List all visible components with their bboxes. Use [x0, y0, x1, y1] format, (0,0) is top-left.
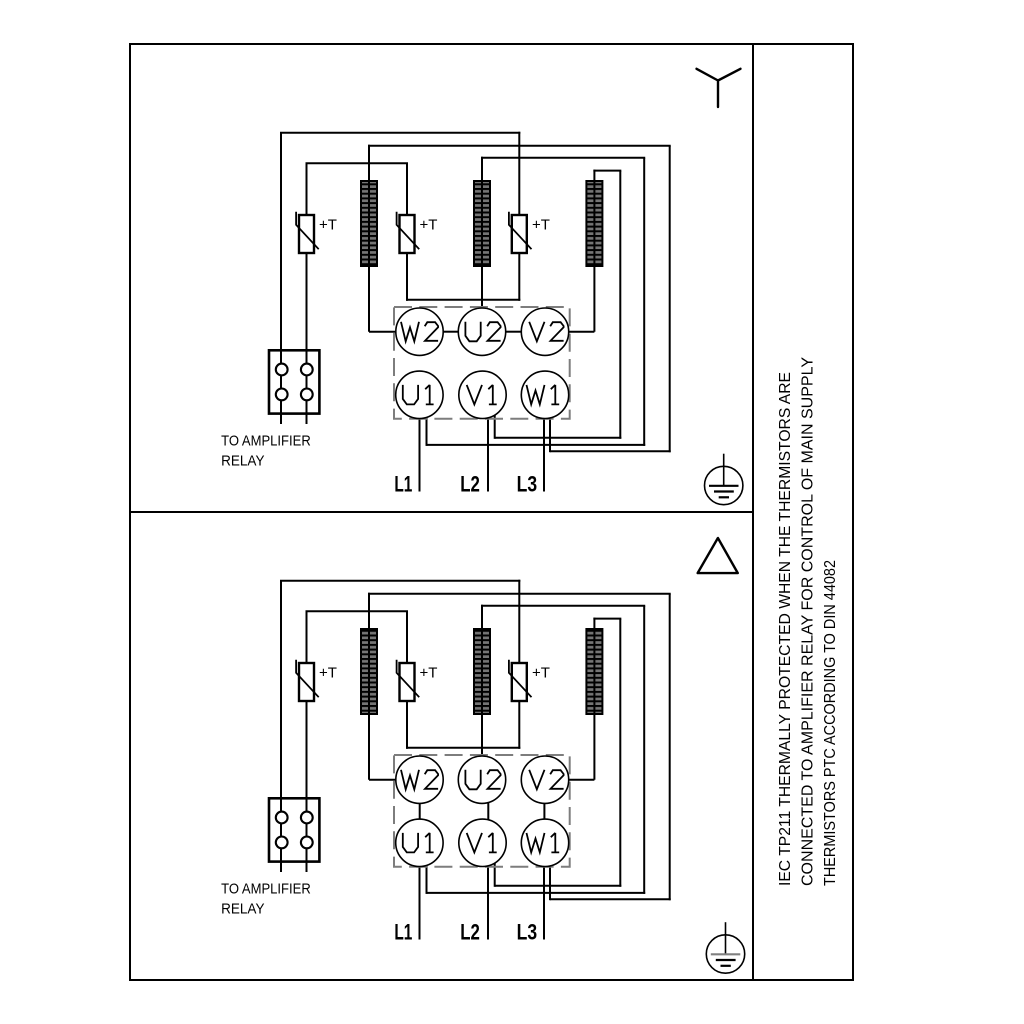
svg-text:RELAY: RELAY	[221, 452, 264, 469]
svg-text:L1: L1	[394, 472, 412, 497]
svg-text:L3: L3	[517, 920, 538, 945]
svg-text:+T: +T	[319, 216, 337, 233]
svg-text:RELAY: RELAY	[221, 900, 264, 917]
svg-text:L2: L2	[460, 920, 480, 945]
svg-text:TO AMPLIFIER: TO AMPLIFIER	[221, 433, 311, 450]
svg-text:IEC TP211 THERMALLY PROTECTED: IEC TP211 THERMALLY PROTECTED WHEN THE T…	[777, 372, 794, 886]
svg-text:+T: +T	[420, 216, 438, 233]
svg-text:THERMISTORS PTC ACCORDING TO D: THERMISTORS PTC ACCORDING TO DIN 44082	[822, 560, 839, 886]
svg-text:TO AMPLIFIER: TO AMPLIFIER	[221, 881, 311, 898]
svg-text:+T: +T	[420, 664, 438, 681]
svg-text:+T: +T	[319, 664, 337, 681]
svg-text:L1: L1	[394, 920, 412, 945]
svg-text:L3: L3	[517, 472, 538, 497]
svg-text:+T: +T	[532, 664, 550, 681]
svg-text:L2: L2	[460, 472, 480, 497]
svg-text:CONNECTED TO AMPLIFIER RELAY F: CONNECTED TO AMPLIFIER RELAY FOR CONTROL…	[800, 357, 817, 886]
svg-text:+T: +T	[532, 216, 550, 233]
